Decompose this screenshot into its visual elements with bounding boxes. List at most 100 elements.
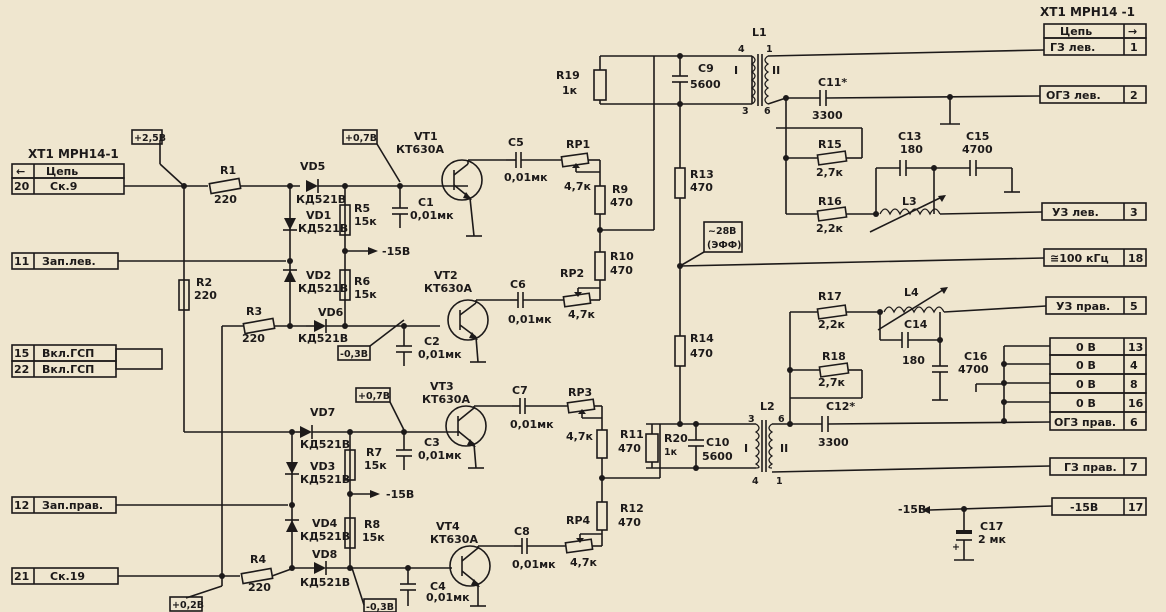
- svg-text:1: 1: [766, 44, 773, 55]
- c11-ref: C11*: [818, 76, 847, 89]
- r13-ref: R13: [690, 168, 714, 181]
- right-pin-num: 13: [1128, 341, 1143, 354]
- c17-ref: C17: [980, 520, 1003, 533]
- rp3-ref: RP3: [568, 386, 592, 399]
- r3-ref: R3: [246, 305, 262, 318]
- right-connector-title: XT1 МРН14 -1: [1040, 5, 1135, 19]
- capacitor-c7: C7 0,01мк: [510, 384, 568, 431]
- right-pin-num: 2: [1130, 89, 1138, 102]
- diode-vd1: VD1 КД521В: [283, 209, 348, 235]
- c14-ref: C14: [904, 318, 928, 331]
- diode-vd3: VD3 КД521В: [285, 460, 350, 486]
- inductor-l4: L4: [877, 286, 1047, 331]
- rp4-ref: RP4: [566, 514, 591, 527]
- l3-ref: L3: [902, 195, 917, 208]
- right-pin-label: 0 В: [1076, 359, 1096, 372]
- capacitor-c16: C16 4700: [932, 340, 989, 401]
- r20-val: 1к: [664, 447, 678, 458]
- svg-text:~28В: ~28В: [708, 226, 736, 237]
- potentiometer-rp2: RP2 4,7к: [560, 267, 600, 321]
- left-pin-label: Зап.лев.: [42, 255, 96, 268]
- left-pin-label: Вкл.ГСП: [42, 363, 94, 376]
- right-pin-num: 17: [1128, 501, 1143, 514]
- r10-ref: R10: [610, 250, 634, 263]
- voltage-tag: [342, 129, 378, 145]
- neg15-bot-label: -15В: [386, 488, 414, 501]
- r14-ref: R14: [690, 332, 714, 345]
- c14-val: 180: [902, 354, 925, 367]
- r5-ref: R5: [354, 202, 370, 215]
- left-pin-label: Вкл.ГСП: [42, 347, 94, 360]
- diode-vd8: VD8 КД521В: [294, 548, 452, 589]
- potentiometer-rp3: RP3 4,7к: [566, 386, 603, 443]
- right-pin-box: [1041, 202, 1147, 221]
- vd6-val: КД521В: [298, 332, 348, 345]
- svg-text:-0,3В: -0,3В: [366, 602, 394, 612]
- vd7-ref: VD7: [310, 406, 335, 419]
- c12-ref: C12*: [826, 400, 855, 413]
- vd7-val: КД521В: [300, 438, 350, 451]
- r9-val: 470: [610, 196, 633, 209]
- right-connector: XT1 МРН14 -1 Цепь → ГЗ лев. 1 ОГЗ лев. 2…: [1039, 5, 1147, 516]
- resistor-r4: R4 220: [240, 553, 295, 594]
- resistor-r13: R13 470: [674, 167, 714, 336]
- c2-val: 0,01мк: [418, 348, 462, 361]
- left-connector-title: XT1 МРН14-1: [28, 147, 119, 161]
- rp2-val: 4,7к: [568, 308, 595, 321]
- voltage-tag: [131, 129, 163, 145]
- resistor-r7: R7 15к: [344, 446, 387, 481]
- capacitor-c14: C14 180: [901, 312, 941, 367]
- c3-val: 0,01мк: [418, 449, 462, 462]
- right-pin-num: 1: [1130, 41, 1138, 54]
- r6-ref: R6: [354, 275, 370, 288]
- l1-ref: L1: [752, 26, 767, 39]
- vt1-val: КТ630А: [396, 143, 444, 156]
- right-pin-box: [1049, 411, 1147, 431]
- vd2-ref: VD2: [306, 269, 331, 282]
- vd3-val: КД521В: [300, 473, 350, 486]
- r12-ref: R12: [620, 502, 644, 515]
- rp2-ref: RP2: [560, 267, 584, 280]
- right-header-arrow: →: [1128, 25, 1137, 38]
- transformer-l2: L2 I II 3 6 4 1: [744, 400, 788, 487]
- transistor-vt2: VT2 КТ630А: [424, 269, 510, 363]
- vd4-val: КД521В: [300, 530, 350, 543]
- r8-ref: R8: [364, 518, 380, 531]
- right-pin-num: 16: [1128, 397, 1144, 410]
- input-wiring: [116, 140, 296, 599]
- c4-ref: C4: [430, 580, 446, 593]
- left-pin-label: Зап.прав.: [42, 499, 103, 512]
- diode-vd6: VD6 КД521В: [298, 306, 440, 345]
- r1-ref: R1: [220, 164, 236, 177]
- right-pin-label: УЗ прав.: [1056, 300, 1110, 313]
- c9-val: 5600: [690, 78, 721, 91]
- c10-val: 5600: [702, 450, 733, 463]
- vd1-val: КД521В: [298, 222, 348, 235]
- resistor-r3: R3 220: [242, 305, 306, 345]
- capacitor-c6: C6 0,01мк: [508, 278, 564, 326]
- resistor-r10: R10 470: [594, 230, 634, 300]
- capacitor-c10: C10 5600: [688, 424, 733, 468]
- resistor-r5: R5 15к: [339, 202, 377, 236]
- r2-val: 220: [194, 289, 217, 302]
- right-pin-box: [1043, 248, 1147, 267]
- capacitor-c11: C11* 3300: [812, 76, 1041, 122]
- l2-winding-ii: II: [780, 442, 788, 455]
- c3-ref: C3: [424, 436, 440, 449]
- capacitor-c2: C2 0,01мк: [396, 326, 462, 366]
- c12-val: 3300: [818, 436, 849, 449]
- resistor-r8: R8 15к: [344, 517, 385, 549]
- c9-ref: C9: [698, 62, 714, 75]
- c8-ref: C8: [514, 525, 530, 538]
- transistor-vt3: VT3 КТ630А: [422, 380, 512, 469]
- c10-ref: C10: [706, 436, 730, 449]
- svg-text:4: 4: [738, 44, 745, 55]
- capacitor-c15: C15 4700: [962, 130, 1020, 193]
- svg-text:6: 6: [764, 106, 771, 117]
- right-pin-label: УЗ лев.: [1052, 206, 1099, 219]
- potentiometer-rp1: RP1 4,7к: [560, 138, 601, 193]
- c7-val: 0,01мк: [510, 418, 554, 431]
- right-pin-num: 5: [1130, 300, 1138, 313]
- capacitor-c1: C1 0,01мк: [392, 186, 454, 228]
- svg-text:+0,2В: +0,2В: [172, 600, 204, 611]
